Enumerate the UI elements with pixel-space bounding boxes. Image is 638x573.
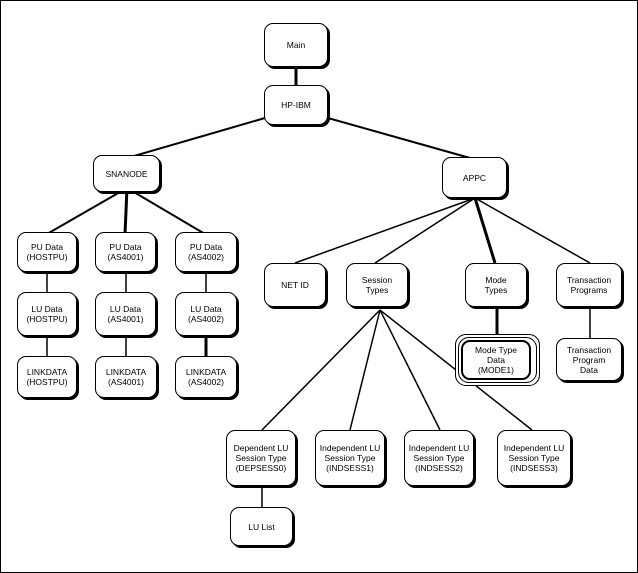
node-independent-lu-session-type-3-label: Independent LU Session Type (INDSESS3) [503,443,565,473]
edge-snanode-pu-as4002 [126,187,206,235]
node-lu-hostpu[interactable]: LU Data (HOSTPU) [17,292,77,336]
node-independent-lu-session-type-1[interactable]: Independent LU Session Type (INDSESS1) [315,430,385,486]
node-session-types[interactable]: Session Types [346,263,408,307]
node-independent-lu-session-type-3[interactable]: Independent LU Session Type (INDSESS3) [497,430,571,486]
node-lu-hostpu-label: LU Data (HOSTPU) [26,304,68,324]
node-independent-lu-session-type-2[interactable]: Independent LU Session Type (INDSESS2) [404,430,474,486]
node-independent-lu-session-type-2-label: Independent LU Session Type (INDSESS2) [408,443,470,473]
node-link-as4002[interactable]: LINKDATA (AS4002) [175,356,237,398]
node-transaction-programs-label: Transaction Programs [566,275,612,295]
node-lu-as4002-label: LU Data (AS4002) [188,304,224,324]
node-appc[interactable]: APPC [442,157,507,198]
node-lu-as4001[interactable]: LU Data (AS4001) [95,292,156,336]
node-dependent-lu-session-type-label: Dependent LU Session Type (DEPSESS0) [233,443,289,473]
node-main-label: Main [286,40,306,50]
node-session-types-label: Session Types [361,275,393,295]
node-lu-list-label: LU List [248,521,275,532]
node-dependent-lu-session-type[interactable]: Dependent LU Session Type (DEPSESS0) [226,430,296,486]
edge-session-indep1 [349,309,381,431]
edge-appc-tp [474,197,591,264]
node-transaction-programs[interactable]: Transaction Programs [556,263,622,307]
node-net-id-label: NET ID [281,280,309,290]
node-appc-label: APPC [462,172,487,183]
node-hp-ibm-label: HP-IBM [281,100,311,110]
node-transaction-program-data-label: Transaction Program Data [566,344,612,375]
edge-session-dep [261,309,381,431]
node-independent-lu-session-type-1-label: Independent LU Session Type (INDSESS1) [319,443,381,473]
node-link-as4002-label: LINKDATA (AS4002) [185,367,227,387]
node-mode-types[interactable]: Mode Types [465,263,527,307]
edge-appc-netid [294,197,476,264]
edge-appc-session [374,197,476,264]
node-mode-type-data[interactable]: Mode Type Data (MODE1) [461,340,531,380]
edge-snanode-pu-hostpu [46,187,128,235]
node-pu-as4002-label: PU Data (AS4002) [188,242,224,262]
node-link-as4001-label: LINKDATA (AS4001) [105,367,147,387]
node-main[interactable]: Main [264,23,328,67]
node-link-hostpu-label: LINKDATA (HOSTPU) [26,367,68,387]
edge-appc-mode [473,197,497,264]
node-lu-as4001-label: LU Data (AS4001) [107,304,144,324]
edge-session-indep2 [379,309,441,431]
node-lu-as4002[interactable]: LU Data (AS4002) [175,292,237,336]
node-mode-type-data-label: Mode Type Data (MODE1) [475,345,517,375]
node-pu-hostpu-label: PU Data (HOSTPU) [26,242,68,262]
node-pu-as4002[interactable]: PU Data (AS4002) [175,232,237,272]
node-snanode-label: SNANODE [105,168,148,179]
node-link-as4001[interactable]: LINKDATA (AS4001) [95,356,157,398]
node-pu-as4001-label: PU Data (AS4001) [107,242,144,262]
node-pu-hostpu[interactable]: PU Data (HOSTPU) [17,232,77,272]
node-pu-as4001[interactable]: PU Data (AS4001) [95,232,156,272]
node-mode-types-label: Mode Types [484,275,508,295]
node-link-hostpu[interactable]: LINKDATA (HOSTPU) [17,356,77,398]
node-snanode[interactable]: SNANODE [93,155,160,192]
node-lu-list[interactable]: LU List [230,507,293,546]
node-transaction-program-data[interactable]: Transaction Program Data [556,338,622,381]
node-net-id[interactable]: NET ID [264,263,326,307]
edge-snanode-pu-as4001 [123,187,129,235]
node-hp-ibm[interactable]: HP-IBM [264,85,328,125]
